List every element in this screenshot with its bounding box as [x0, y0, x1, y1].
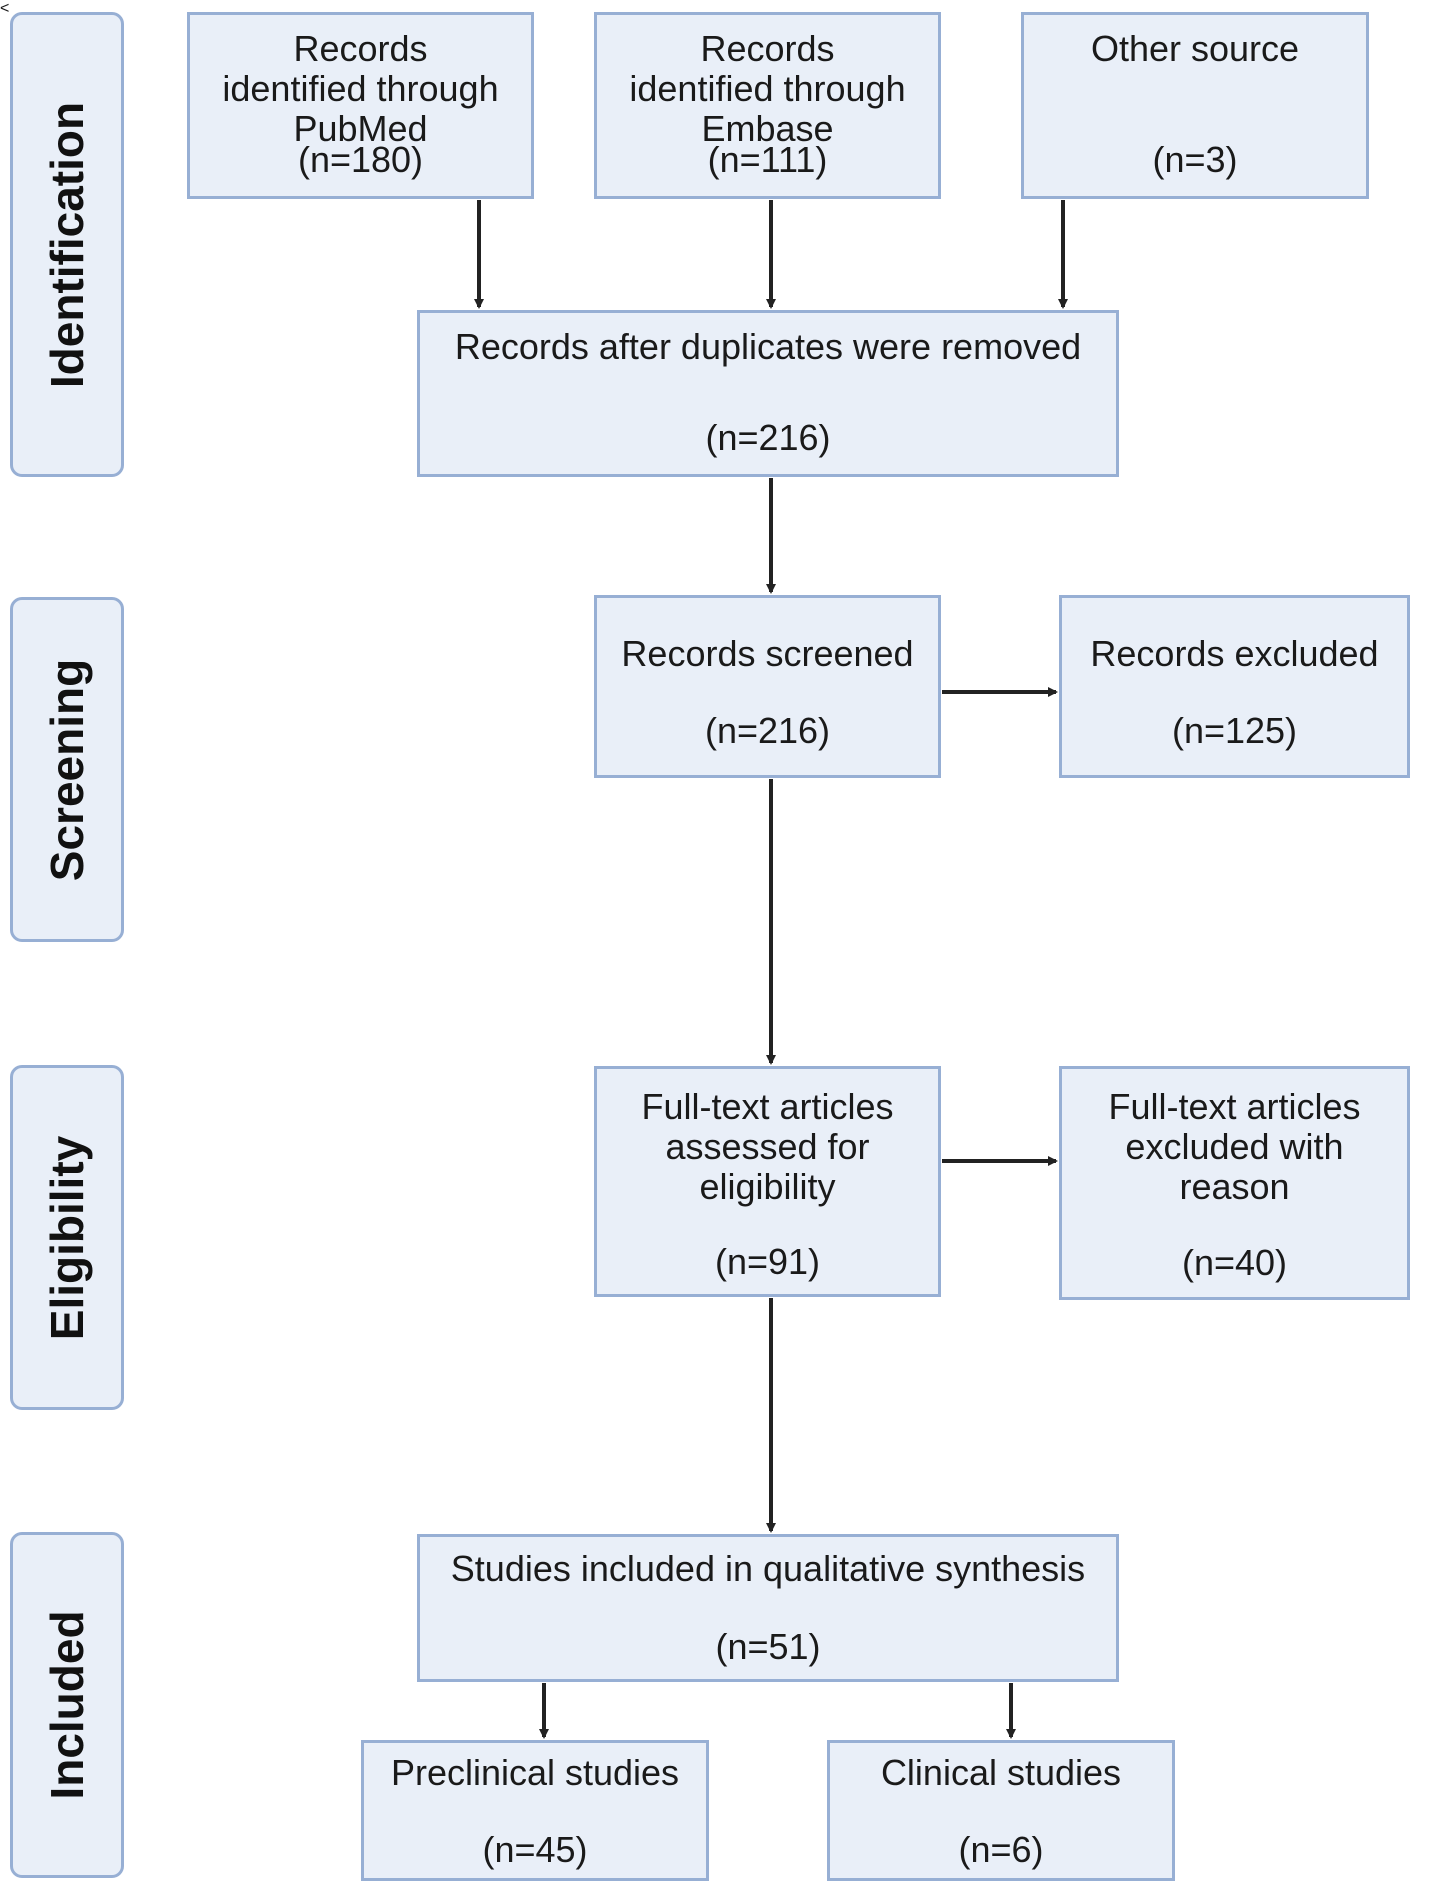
- pubmed-count: (n=180): [297, 139, 424, 180]
- preclinical-count: (n=45): [482, 1829, 588, 1870]
- fulltext-excluded-title: Full-text articles excluded with reason: [1108, 1086, 1361, 1207]
- fulltext-count: (n=91): [714, 1241, 821, 1282]
- dedup-count: (n=216): [705, 417, 831, 458]
- excluded-box: Records excluded (n=125): [1059, 595, 1410, 778]
- excluded-title: Records excluded: [1090, 633, 1379, 674]
- screened-count: (n=216): [704, 710, 831, 751]
- dedup-title: Records after duplicates were removed: [454, 326, 1082, 367]
- included-count: (n=51): [715, 1626, 821, 1667]
- other-source-count: (n=3): [1152, 139, 1238, 180]
- dedup-box: Records after duplicates were removed (n…: [417, 310, 1119, 477]
- phase-identification: Identification: [10, 12, 124, 477]
- embase-count: (n=111): [707, 139, 828, 180]
- fulltext-excluded-box: Full-text articles excluded with reason …: [1059, 1066, 1410, 1300]
- clinical-box: Clinical studies (n=6): [827, 1740, 1175, 1881]
- embase-box: Records identified through Embase (n=111…: [594, 12, 941, 199]
- other-source-box: Other source (n=3): [1021, 12, 1369, 199]
- phase-eligibility: Eligibility: [10, 1065, 124, 1410]
- preclinical-title: Preclinical studies: [390, 1752, 680, 1793]
- pubmed-title: Records identified through PubMed: [222, 28, 499, 149]
- preclinical-box: Preclinical studies (n=45): [361, 1740, 709, 1881]
- included-title: Studies included in qualitative synthesi…: [450, 1548, 1086, 1589]
- phase-screening: Screening: [10, 597, 124, 942]
- fulltext-box: Full-text articles assessed for eligibil…: [594, 1066, 941, 1297]
- phase-included: Included: [10, 1532, 124, 1878]
- excluded-count: (n=125): [1171, 710, 1298, 751]
- included-box: Studies included in qualitative synthesi…: [417, 1534, 1119, 1682]
- clinical-title: Clinical studies: [880, 1752, 1122, 1793]
- embase-title: Records identified through Embase: [629, 28, 906, 149]
- pubmed-box: Records identified through PubMed (n=180…: [187, 12, 534, 199]
- screened-box: Records screened (n=216): [594, 595, 941, 778]
- other-source-title: Other source: [1090, 28, 1300, 69]
- fulltext-title: Full-text articles assessed for eligibil…: [641, 1086, 894, 1207]
- clinical-count: (n=6): [958, 1829, 1044, 1870]
- fulltext-excluded-count: (n=40): [1181, 1242, 1288, 1283]
- screened-title: Records screened: [621, 633, 914, 674]
